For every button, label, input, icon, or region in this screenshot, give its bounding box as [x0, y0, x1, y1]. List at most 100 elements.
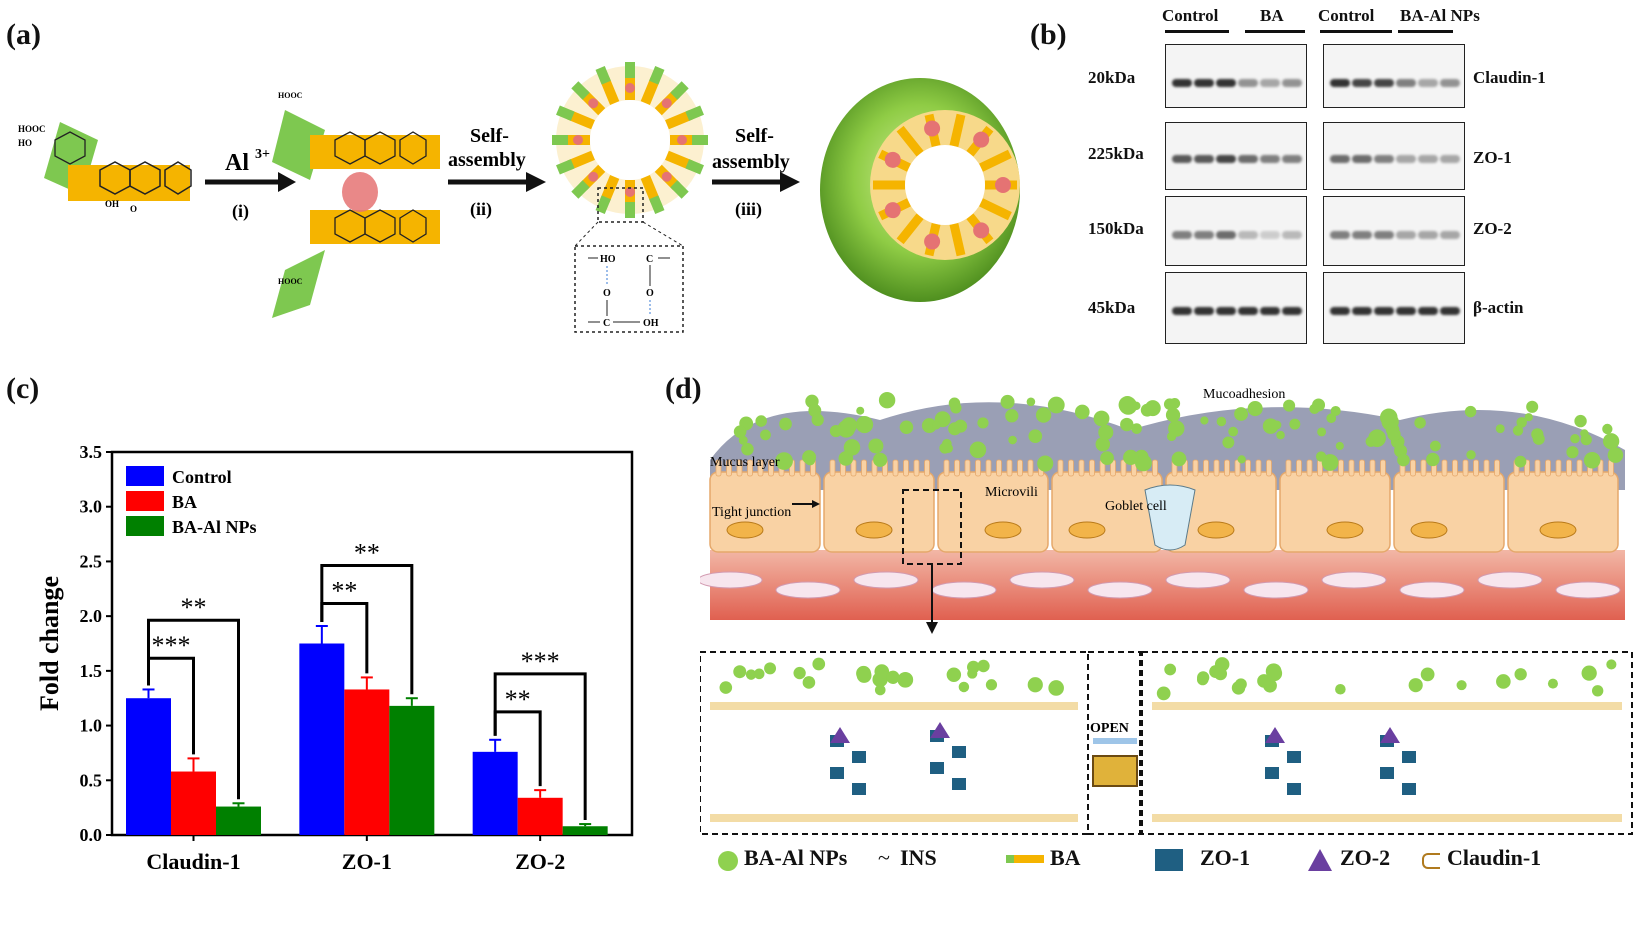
nanoparticle-dot: [1426, 452, 1440, 467]
nanoparticle-dot: [1228, 426, 1239, 437]
nanoparticle-dot: [1098, 424, 1114, 440]
bar: [344, 689, 390, 835]
blot-band: [1172, 79, 1192, 87]
wb-protein-zo1: ZO-1: [1473, 148, 1512, 167]
mucoadhesion-label: Mucoadhesion: [1203, 387, 1285, 402]
submucosa-cell: [1009, 571, 1075, 589]
blot-band: [1260, 155, 1280, 163]
nanoparticle-dot: [899, 420, 914, 435]
baicalin-molecule: HOOC HO OH O: [18, 122, 192, 214]
nanoparticle-dot: [1005, 409, 1019, 423]
nanoparticle-dot: [1276, 430, 1285, 440]
nanoparticle-dot: [977, 659, 990, 673]
nanoparticle-dot: [977, 417, 989, 429]
nanoparticle-dot: [1028, 429, 1043, 444]
step-i-label: (i): [232, 201, 249, 222]
wb-group-control-2: Control: [1318, 6, 1375, 25]
nanoparticle-dot: [1165, 407, 1181, 423]
nanoparticle-dot: [1216, 416, 1227, 427]
micelle-ring: [552, 62, 708, 218]
legend-label: BA: [172, 492, 197, 512]
nanoparticle-dot: [1429, 440, 1441, 452]
nanoparticle-dot: [1118, 396, 1137, 414]
nanoparticle-dot: [1397, 453, 1410, 467]
nanoparticle-dot: [874, 664, 890, 679]
nanoparticle-dot: [1526, 400, 1539, 413]
y-tick-label: 1.5: [80, 661, 103, 681]
nanoparticle-dot: [829, 424, 843, 438]
nanoparticle-dot: [745, 669, 757, 680]
nanoparticle-dot: [764, 662, 777, 675]
nanoparticle-dot: [1168, 420, 1185, 437]
nanoparticle-dot: [1037, 455, 1054, 472]
blot-band: [1172, 231, 1192, 239]
nanoparticle-dot: [1496, 674, 1511, 689]
nanoparticle-dot: [1289, 418, 1301, 430]
nanoparticle-dot: [1495, 424, 1505, 434]
y-axis-label: Fold change: [35, 576, 64, 711]
blot-band: [1216, 231, 1236, 239]
significance-label: ***: [521, 647, 560, 676]
significance-bracket: [147, 618, 240, 800]
submucosa-cell: [1321, 571, 1387, 589]
nucleus: [1197, 521, 1235, 539]
blot-band: [1282, 155, 1302, 163]
nanoparticle-dot: [1464, 405, 1477, 418]
nanoparticle-dot: [1200, 416, 1209, 425]
blot-band: [1238, 79, 1258, 87]
wb-protein-claudin1: Claudin-1: [1473, 68, 1546, 87]
nanoparticle-dot: [843, 439, 861, 456]
nanoparticle-dot: [1272, 420, 1282, 430]
blot-band: [1238, 155, 1258, 163]
blot-band: [1352, 307, 1372, 315]
zo1-marker: [1287, 751, 1301, 763]
nanoparticle-dot: [1606, 659, 1617, 670]
nanoparticle-dot: [1027, 677, 1043, 693]
ho-label-1: HO: [18, 138, 32, 148]
zo1-marker: [1380, 767, 1394, 779]
blot-band: [1194, 79, 1214, 87]
epithelial-cell: [1279, 471, 1391, 553]
nucleus: [984, 521, 1022, 539]
y-tick-label: 2.5: [80, 551, 103, 571]
nanoparticle-dot: [1075, 404, 1090, 420]
nanoparticle-dot: [1134, 454, 1152, 472]
nanoparticle-dot: [1237, 455, 1246, 464]
panel-d-legend: BA-Al NPs ~ INS BA ZO-1 ZO-2 Claudin-1: [710, 845, 1635, 879]
goblet-cell-label: Goblet cell: [1105, 499, 1167, 514]
nucleus: [855, 521, 893, 539]
nanoparticle-dot: [1026, 397, 1036, 407]
hooc-label-2: HOOC: [278, 91, 303, 100]
nanoparticle-dot: [1591, 685, 1604, 697]
blot-band: [1216, 307, 1236, 315]
hbond-o2: O: [646, 288, 654, 299]
nanoparticle-dot: [897, 672, 914, 688]
x-category-label: Claudin-1: [146, 849, 240, 874]
wb-mw-150: 150kDa: [1088, 219, 1144, 238]
legend-swatch: [126, 466, 164, 486]
tilde-line-icon: ~: [878, 845, 890, 870]
nucleus: [1326, 521, 1364, 539]
submucosa-cell: [853, 571, 919, 589]
significance-label: ***: [152, 631, 191, 660]
blot-band: [1238, 307, 1258, 315]
legend-label: BA-Al NPs: [172, 517, 257, 537]
panel-d-schematic: Mucoadhesion Mucus layer Microvili Goble…: [697, 380, 1635, 925]
nanoparticle-dot: [1163, 398, 1176, 410]
y-tick-label: 0.5: [80, 770, 103, 790]
blot-band: [1352, 79, 1372, 87]
nanoparticle-dot: [939, 442, 951, 454]
nanoparticle-dot: [1574, 414, 1587, 428]
nanoparticle-dot: [1466, 450, 1476, 460]
al-complex-molecule: HOOC HOOC: [272, 91, 440, 318]
nanoparticle-dot: [1035, 407, 1052, 423]
open-label: OPEN: [1090, 721, 1129, 736]
bar: [299, 643, 345, 835]
legend-ba-al-nps: BA-Al NPs: [744, 845, 848, 870]
blot-box: [1165, 44, 1307, 108]
blot-band: [1418, 155, 1438, 163]
panel-label-b: (b): [1030, 18, 1067, 51]
legend-label: Control: [172, 467, 232, 487]
nanoparticle-dot: [1570, 433, 1580, 444]
